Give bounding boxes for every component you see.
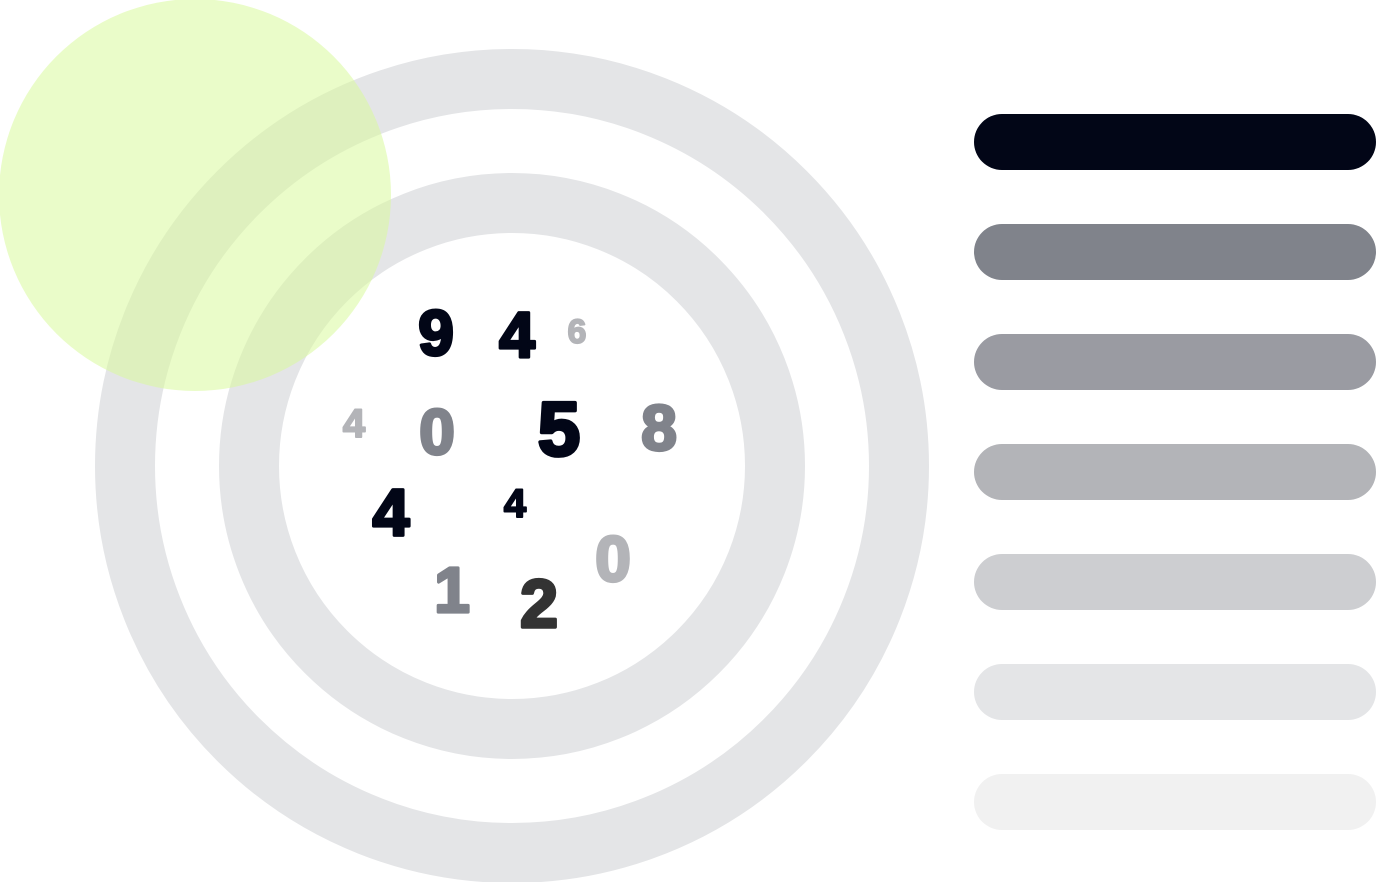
bar-1 [974,114,1376,170]
accent-circle [0,0,391,391]
bar-2 [974,224,1376,280]
digit-0: 0 [419,396,455,468]
digit-2: 2 [520,566,558,642]
digit-4: 4 [504,482,527,526]
outer-ring [95,49,929,882]
digit-4: 4 [499,299,535,371]
bar-6 [974,664,1376,720]
bar-7 [974,774,1376,830]
digit-4: 4 [343,402,366,446]
digit-1: 1 [434,554,470,626]
digit-5: 5 [538,388,580,473]
bar-3 [974,334,1376,390]
bar-4 [974,444,1376,500]
digit-6: 6 [568,313,587,351]
bar-list [974,114,1376,830]
bar-5 [974,554,1376,610]
inner-ring [219,173,805,759]
digit-4: 4 [373,475,410,549]
digit-9: 9 [418,297,454,369]
digit-8: 8 [641,392,677,464]
digit-0: 0 [595,523,631,595]
